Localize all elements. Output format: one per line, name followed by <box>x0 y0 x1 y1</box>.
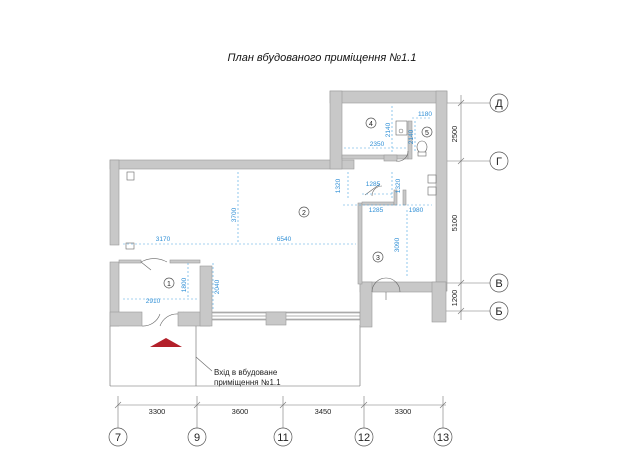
axis-bubbles-right: Д Г В Б <box>489 93 509 321</box>
dim-1980: 1980 <box>409 207 424 214</box>
toilet-icon <box>416 140 428 154</box>
dimension-labels: 3170 6540 3700 2040 1800 2910 3090 1285 … <box>146 111 433 305</box>
room-number-3: 3 <box>376 255 380 262</box>
right-dim-top: 2500 <box>450 126 459 143</box>
riser-icon <box>427 174 437 184</box>
washbasin-icon <box>395 120 408 136</box>
entrance-note-line1: Вхід в вбудоване <box>214 368 278 377</box>
dim-1285-upper: 1285 <box>366 181 381 188</box>
room-number-5: 5 <box>425 130 429 137</box>
bottom-dim-4: 3300 <box>395 407 412 416</box>
dim-2040: 2040 <box>214 279 221 294</box>
dim-2350: 2350 <box>370 141 385 148</box>
bottom-dim-1: 3300 <box>149 407 166 416</box>
dim-6540: 6540 <box>277 236 292 243</box>
dim-1180: 1180 <box>418 111 432 118</box>
dim-2910: 2910 <box>146 298 161 305</box>
dim-2140-right: 2140 <box>408 129 415 144</box>
dimension-lines <box>123 106 432 310</box>
axis-label-9: 9 <box>194 432 200 444</box>
axis-label-11: 11 <box>277 432 288 444</box>
axis-label-V: В <box>495 278 502 290</box>
dim-3090: 3090 <box>394 237 401 252</box>
walls <box>109 90 448 328</box>
room-markers: 2 1 3 4 5 <box>163 117 433 289</box>
plan-title: План вбудованого приміщення №1.1 <box>228 52 417 64</box>
entrance-marker-icon <box>150 338 182 347</box>
right-dim-mid: 5100 <box>450 215 459 232</box>
riser-icon <box>126 171 135 181</box>
dim-2140-left: 2140 <box>385 122 392 137</box>
sanitary-fixtures <box>125 120 437 250</box>
axis-label-7: 7 <box>115 432 121 444</box>
axis-label-D: Д <box>495 98 503 110</box>
dim-3170: 3170 <box>156 236 171 243</box>
axis-label-G: Г <box>496 156 502 168</box>
bottom-dim-2: 3600 <box>232 407 249 416</box>
dim-1320-left: 1320 <box>335 178 342 193</box>
door-swings <box>140 150 409 327</box>
axis-label-13: 13 <box>437 432 449 444</box>
dim-1800: 1800 <box>181 277 188 292</box>
axis-label-12: 12 <box>358 432 370 444</box>
entrance-note-line2: приміщення №1.1 <box>214 378 281 387</box>
axis-bubbles-bottom: 7 9 11 12 13 <box>108 427 453 447</box>
room-number-4: 4 <box>369 121 373 128</box>
axis-label-B: Б <box>495 306 502 318</box>
room-number-2: 2 <box>302 210 306 217</box>
entrance-leader-line <box>195 356 213 372</box>
radiator-icon <box>125 242 135 250</box>
dim-1285-lower: 1285 <box>369 207 384 214</box>
axis-lines <box>114 95 490 428</box>
dim-3700: 3700 <box>231 207 238 222</box>
dim-1320-right: 1320 <box>395 178 402 193</box>
room-number-1: 1 <box>167 281 171 288</box>
right-dim-bot: 1200 <box>450 290 459 307</box>
bottom-dim-3: 3450 <box>315 407 332 416</box>
